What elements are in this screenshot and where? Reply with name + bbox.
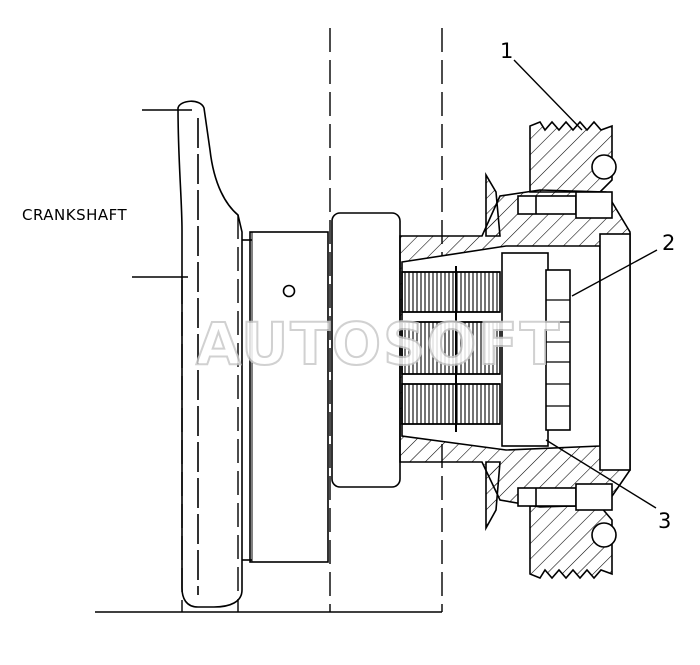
pulley-upper-web xyxy=(485,172,501,237)
retainer-bolt-head xyxy=(545,269,571,431)
bolt-head-facets xyxy=(546,299,570,407)
main-journal xyxy=(249,231,329,563)
pulley-upper-groove xyxy=(591,154,617,180)
callout-2-label: 2 xyxy=(662,231,675,255)
callout-1-label: 1 xyxy=(500,39,513,63)
retainer-washer xyxy=(501,252,549,447)
oil-hole xyxy=(282,284,296,298)
callout-3-label: 3 xyxy=(658,509,671,533)
pulley-lower xyxy=(529,505,613,580)
watermark-text: AUTOSOFT xyxy=(196,310,561,378)
leader-lines xyxy=(513,59,658,509)
cap-screw-lower xyxy=(517,483,613,511)
pulley-lower-web xyxy=(485,461,501,532)
cap-screw-upper xyxy=(517,191,613,219)
pulley-upper xyxy=(529,120,613,193)
crankshaft-flange xyxy=(177,100,243,608)
pulley-lower-groove xyxy=(591,522,617,548)
crankshaft-label: CRANKSHAFT xyxy=(22,206,128,224)
hub-outer-plate xyxy=(599,233,631,471)
splined-shaft xyxy=(401,266,501,432)
crankshaft-reference-lines xyxy=(132,109,192,278)
